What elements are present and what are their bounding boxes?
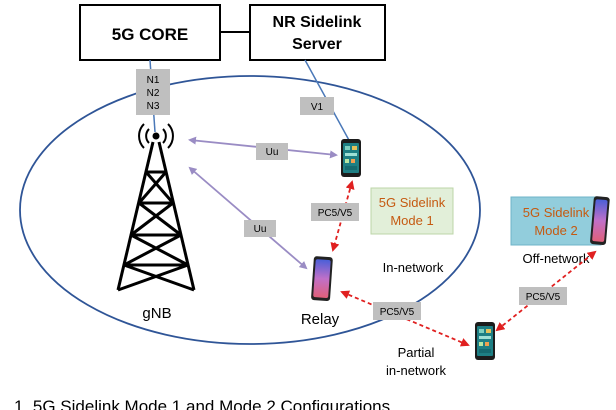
interface-n3: N3 xyxy=(147,101,160,112)
gnb-label: gNB xyxy=(142,305,171,322)
v1-label: V1 xyxy=(311,102,324,113)
partial-phone-icon xyxy=(475,322,495,360)
mode1-box: 5G Sidelink Mode 1 xyxy=(370,187,454,235)
interface-n1: N1 xyxy=(147,75,160,86)
uu-link-lower xyxy=(188,166,308,270)
in-network-label: In-network xyxy=(383,260,444,275)
mode2-label-line2: Mode 2 xyxy=(534,223,577,238)
figure-caption: 1. 5G Sidelink Mode 1 and Mode 2 Configu… xyxy=(14,397,390,410)
mode1-label-line2: Mode 1 xyxy=(390,213,433,228)
pc5-label-vertical: PC5/V5 xyxy=(318,208,353,219)
v1-interface-box: V1 xyxy=(300,97,334,115)
pc5-label-box-horizontal: PC5/V5 xyxy=(373,302,421,320)
uu-label-box-top: Uu xyxy=(256,143,288,160)
pc5-label-box-offnetwork: PC5/V5 xyxy=(519,287,567,305)
pc5-label-offnetwork: PC5/V5 xyxy=(526,292,561,303)
pc5-label-horizontal: PC5/V5 xyxy=(380,307,415,318)
mode2-box: 5G Sidelink Mode 2 xyxy=(510,196,602,246)
uu-label-lower: Uu xyxy=(254,224,267,235)
server-label-line2: Server xyxy=(292,36,342,53)
interface-n2: N2 xyxy=(147,88,160,99)
mode1-label-line1: 5G Sidelink xyxy=(379,195,446,210)
pc5-label-box-vertical: PC5/V5 xyxy=(311,203,359,221)
core-interface-box: N1 N2 N3 xyxy=(136,69,170,115)
uu-label-top: Uu xyxy=(266,147,279,158)
5g-core-box: 5G CORE xyxy=(79,4,221,61)
relay-phone-icon xyxy=(311,256,333,302)
relay-label: Relay xyxy=(301,311,340,328)
gnb-tower-icon xyxy=(116,123,196,292)
off-network-phone-icon xyxy=(590,196,610,245)
mode2-label-line1: 5G Sidelink xyxy=(523,205,590,220)
5g-core-label: 5G CORE xyxy=(112,25,189,44)
mode1-phone-icon xyxy=(341,139,361,177)
server-label-line1: NR Sidelink xyxy=(273,14,362,31)
in-network-coverage-ellipse xyxy=(19,75,481,345)
uu-label-box-lower: Uu xyxy=(244,220,276,237)
partial-label-line1: Partial xyxy=(398,345,435,360)
pc5-link-horizontal xyxy=(340,290,470,347)
nr-sidelink-server-box: NR Sidelink Server xyxy=(249,4,386,61)
partial-label-line2: in-network xyxy=(386,363,446,378)
